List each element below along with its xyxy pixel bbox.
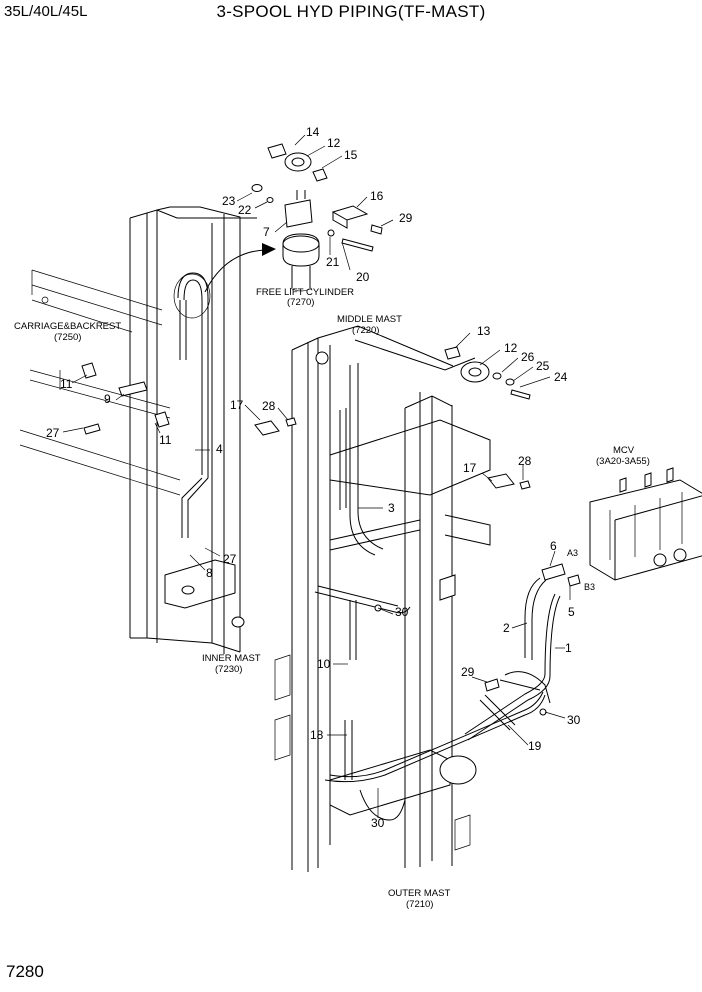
callout-30c: 30 (371, 816, 385, 830)
callout-10: 10 (317, 657, 331, 671)
callout-25: 25 (536, 359, 550, 373)
callout-2: 2 (503, 621, 510, 635)
callout-23: 23 (222, 194, 236, 208)
callout-8: 8 (206, 566, 213, 580)
carriage-label: CARRIAGE&BACKREST (14, 321, 121, 332)
callout-3: 3 (388, 501, 395, 515)
callout-13: 13 (477, 324, 491, 338)
leader-lines (62, 134, 571, 818)
page-title: 3-SPOOL HYD PIPING(TF-MAST) (216, 2, 486, 21)
callout-29: 29 (399, 211, 413, 225)
port-b3-label: B3 (584, 582, 595, 592)
callout-20: 20 (356, 270, 370, 284)
mcv-label: MCV (613, 445, 635, 456)
port-a3-label: A3 (567, 548, 578, 558)
callout-11: 11 (60, 377, 73, 391)
callout-17b: 17 (463, 461, 477, 475)
callout-11b: 11 (159, 433, 172, 447)
callout-28b: 28 (518, 454, 532, 468)
callout-29b: 29 (461, 665, 475, 679)
callout-15: 15 (344, 148, 358, 162)
inner-mast (129, 206, 257, 654)
assembly-labels: FREE LIFT CYLINDER (7270) CARRIAGE&BACKR… (14, 287, 650, 910)
arrow-head (262, 243, 276, 256)
outer-mast-label: OUTER MAST (388, 888, 450, 899)
callout-30: 30 (395, 605, 409, 619)
callout-21: 21 (326, 255, 340, 269)
callout-24: 24 (554, 370, 568, 384)
callout-12: 12 (327, 136, 341, 150)
callout-1: 1 (565, 641, 572, 655)
callout-26: 26 (521, 350, 535, 364)
callout-14: 14 (306, 125, 320, 139)
inner-mast-label: INNER MAST (202, 653, 261, 664)
free-lift-cylinder-label: FREE LIFT CYLINDER (256, 287, 354, 298)
callout-7: 7 (263, 225, 270, 239)
direction-arrow (204, 249, 266, 293)
outer-mast-ref: (7210) (406, 899, 433, 910)
callout-5: 5 (568, 605, 575, 619)
callout-9: 9 (104, 392, 111, 406)
callout-27: 27 (46, 426, 60, 440)
callout-16: 16 (370, 189, 384, 203)
callout-4: 4 (216, 442, 223, 456)
callout-6: 6 (550, 539, 557, 553)
carriage-ref: (7250) (54, 332, 81, 343)
callout-22: 22 (238, 203, 252, 217)
callout-30b: 30 (567, 713, 581, 727)
callout-28: 28 (262, 399, 276, 413)
page-number: 7280 (6, 962, 44, 981)
free-lift-cylinder-group (251, 143, 383, 292)
mcv-ref: (3A20-3A55) (596, 456, 650, 467)
middle-mast-label: MIDDLE MAST (337, 314, 402, 325)
mcv-assembly (254, 417, 702, 741)
callout-17: 17 (230, 398, 244, 412)
carriage-backrest (19, 269, 181, 496)
callout-19: 19 (528, 739, 542, 753)
model-code: 35L/40L/45L (4, 3, 88, 20)
middle-mast-ref: (7220) (352, 325, 379, 336)
callout-27b: 27 (223, 552, 237, 566)
free-lift-cylinder-ref: (7270) (287, 297, 314, 308)
outer-mast (274, 325, 546, 872)
callout-18: 18 (310, 728, 324, 742)
callout-12b: 12 (504, 341, 518, 355)
inner-mast-ref: (7230) (215, 664, 242, 675)
callout-numbers: 14 12 15 23 22 16 29 7 21 20 11 9 27 11 … (46, 125, 581, 830)
